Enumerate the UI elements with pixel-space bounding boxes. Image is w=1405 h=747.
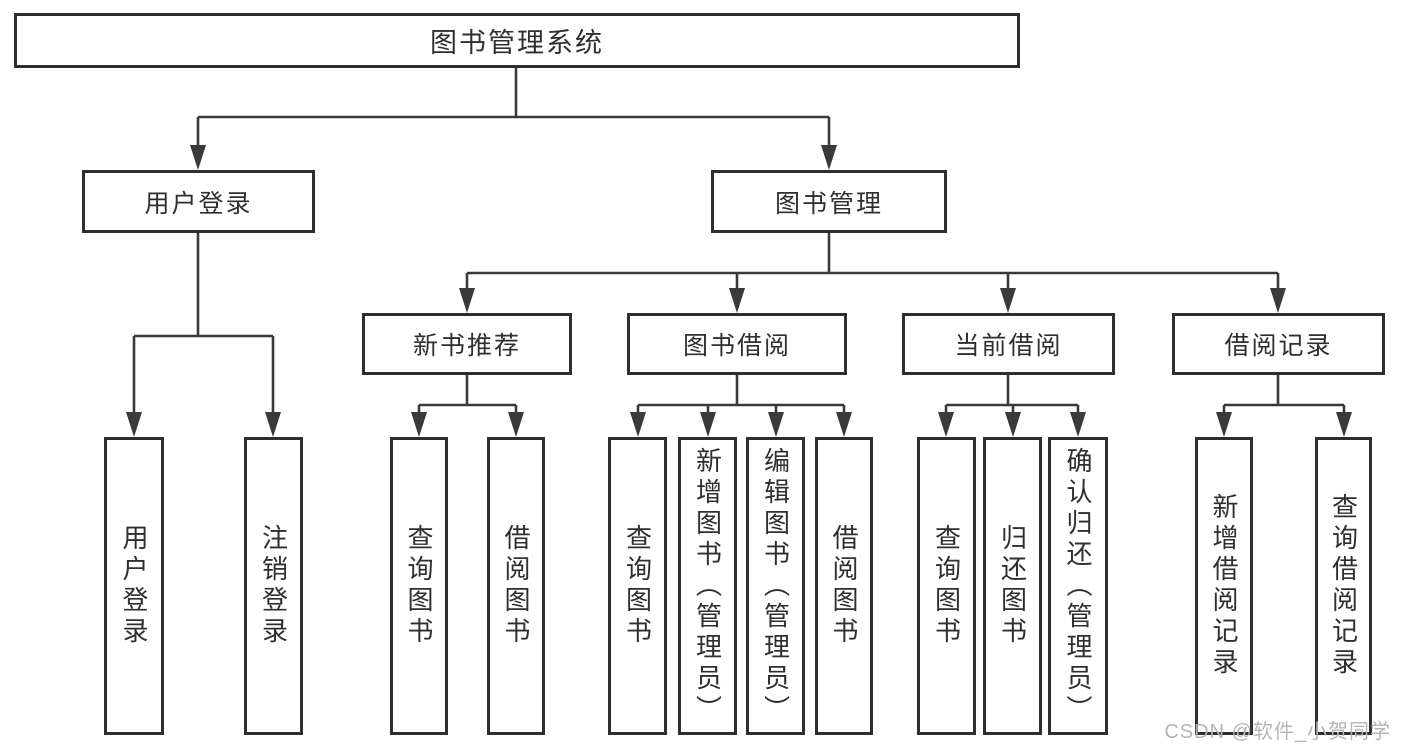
node-library-system: 图书管理系统 [14, 13, 1020, 68]
leaf-add-borrow-record: 新增借阅记录 [1195, 437, 1253, 735]
arrowhead-icon [729, 288, 745, 313]
leaf-label: 查询图书 [404, 524, 434, 648]
leaf-label: 查询借阅记录 [1328, 493, 1359, 679]
leaf-label: 借阅图书 [829, 524, 859, 648]
leaf-label: 查询图书 [622, 524, 653, 648]
leaf-label: 归还图书 [997, 524, 1028, 648]
leaf-borrow-books-recommend: 借阅图书 [487, 437, 545, 735]
arrowhead-icon [1336, 412, 1352, 437]
leaf-label: 借阅图书 [501, 524, 531, 648]
arrowhead-icon [126, 412, 142, 437]
leaf-label: 新增借阅记录 [1209, 493, 1239, 679]
leaf-label: 确认归还（管理员） [1063, 446, 1093, 726]
leaf-label: 用户登录 [119, 524, 149, 648]
node-borrowing-records: 借阅记录 [1172, 313, 1385, 375]
arrowhead-icon [265, 412, 281, 437]
connector-current-borrow-branch [938, 375, 1086, 437]
leaf-borrow-books-borrow: 借阅图书 [815, 437, 873, 735]
leaf-label: 编辑图书（管理员） [760, 446, 791, 726]
arrowhead-icon [1005, 412, 1021, 437]
connector-new-book-branch [411, 375, 524, 437]
leaf-label: 查询图书 [931, 524, 962, 648]
leaf-confirm-return-admin: 确认归还（管理员） [1048, 437, 1108, 735]
connector-user-login-branch [126, 233, 281, 437]
node-book-management: 图书管理 [711, 170, 947, 233]
connector-borrow-record-branch [1216, 375, 1352, 437]
arrowhead-icon [411, 412, 427, 437]
arrowhead-icon [1000, 288, 1016, 313]
node-current-borrowing: 当前借阅 [902, 313, 1115, 375]
arrowhead-icon [1216, 412, 1232, 437]
arrowhead-icon [700, 412, 716, 437]
arrowhead-icon [190, 145, 206, 170]
connector-book-borrow-branch [630, 375, 852, 437]
arrowhead-icon [938, 412, 954, 437]
leaf-user-login: 用户登录 [104, 437, 164, 735]
leaf-label: 新增图书（管理员） [692, 446, 723, 726]
arrowhead-icon [1270, 288, 1286, 313]
arrowhead-icon [508, 412, 524, 437]
leaf-logout-login: 注销登录 [244, 437, 303, 735]
arrowhead-icon [821, 145, 837, 170]
node-book-borrowing: 图书借阅 [627, 313, 847, 375]
leaf-label: 注销登录 [258, 524, 289, 648]
leaf-query-books-recommend: 查询图书 [390, 437, 448, 735]
leaf-edit-books-admin: 编辑图书（管理员） [746, 437, 805, 735]
arrowhead-icon [1070, 412, 1086, 437]
leaf-add-books-admin: 新增图书（管理员） [678, 437, 737, 735]
arrowhead-icon [630, 412, 646, 437]
node-user-login: 用户登录 [82, 170, 315, 233]
arrowhead-icon [459, 288, 475, 313]
connector-book-management-branch [459, 233, 1286, 313]
csdn-watermark: CSDN @软件_小贺同学 [1164, 721, 1391, 743]
leaf-query-books-borrow: 查询图书 [608, 437, 667, 735]
node-new-book-recommendation: 新书推荐 [362, 313, 572, 375]
connector-root-to-level2 [190, 68, 837, 170]
arrowhead-icon [768, 412, 784, 437]
leaf-return-books: 归还图书 [983, 437, 1042, 735]
arrowhead-icon [836, 412, 852, 437]
leaf-query-books-current: 查询图书 [917, 437, 976, 735]
leaf-query-borrow-record: 查询借阅记录 [1315, 437, 1372, 735]
